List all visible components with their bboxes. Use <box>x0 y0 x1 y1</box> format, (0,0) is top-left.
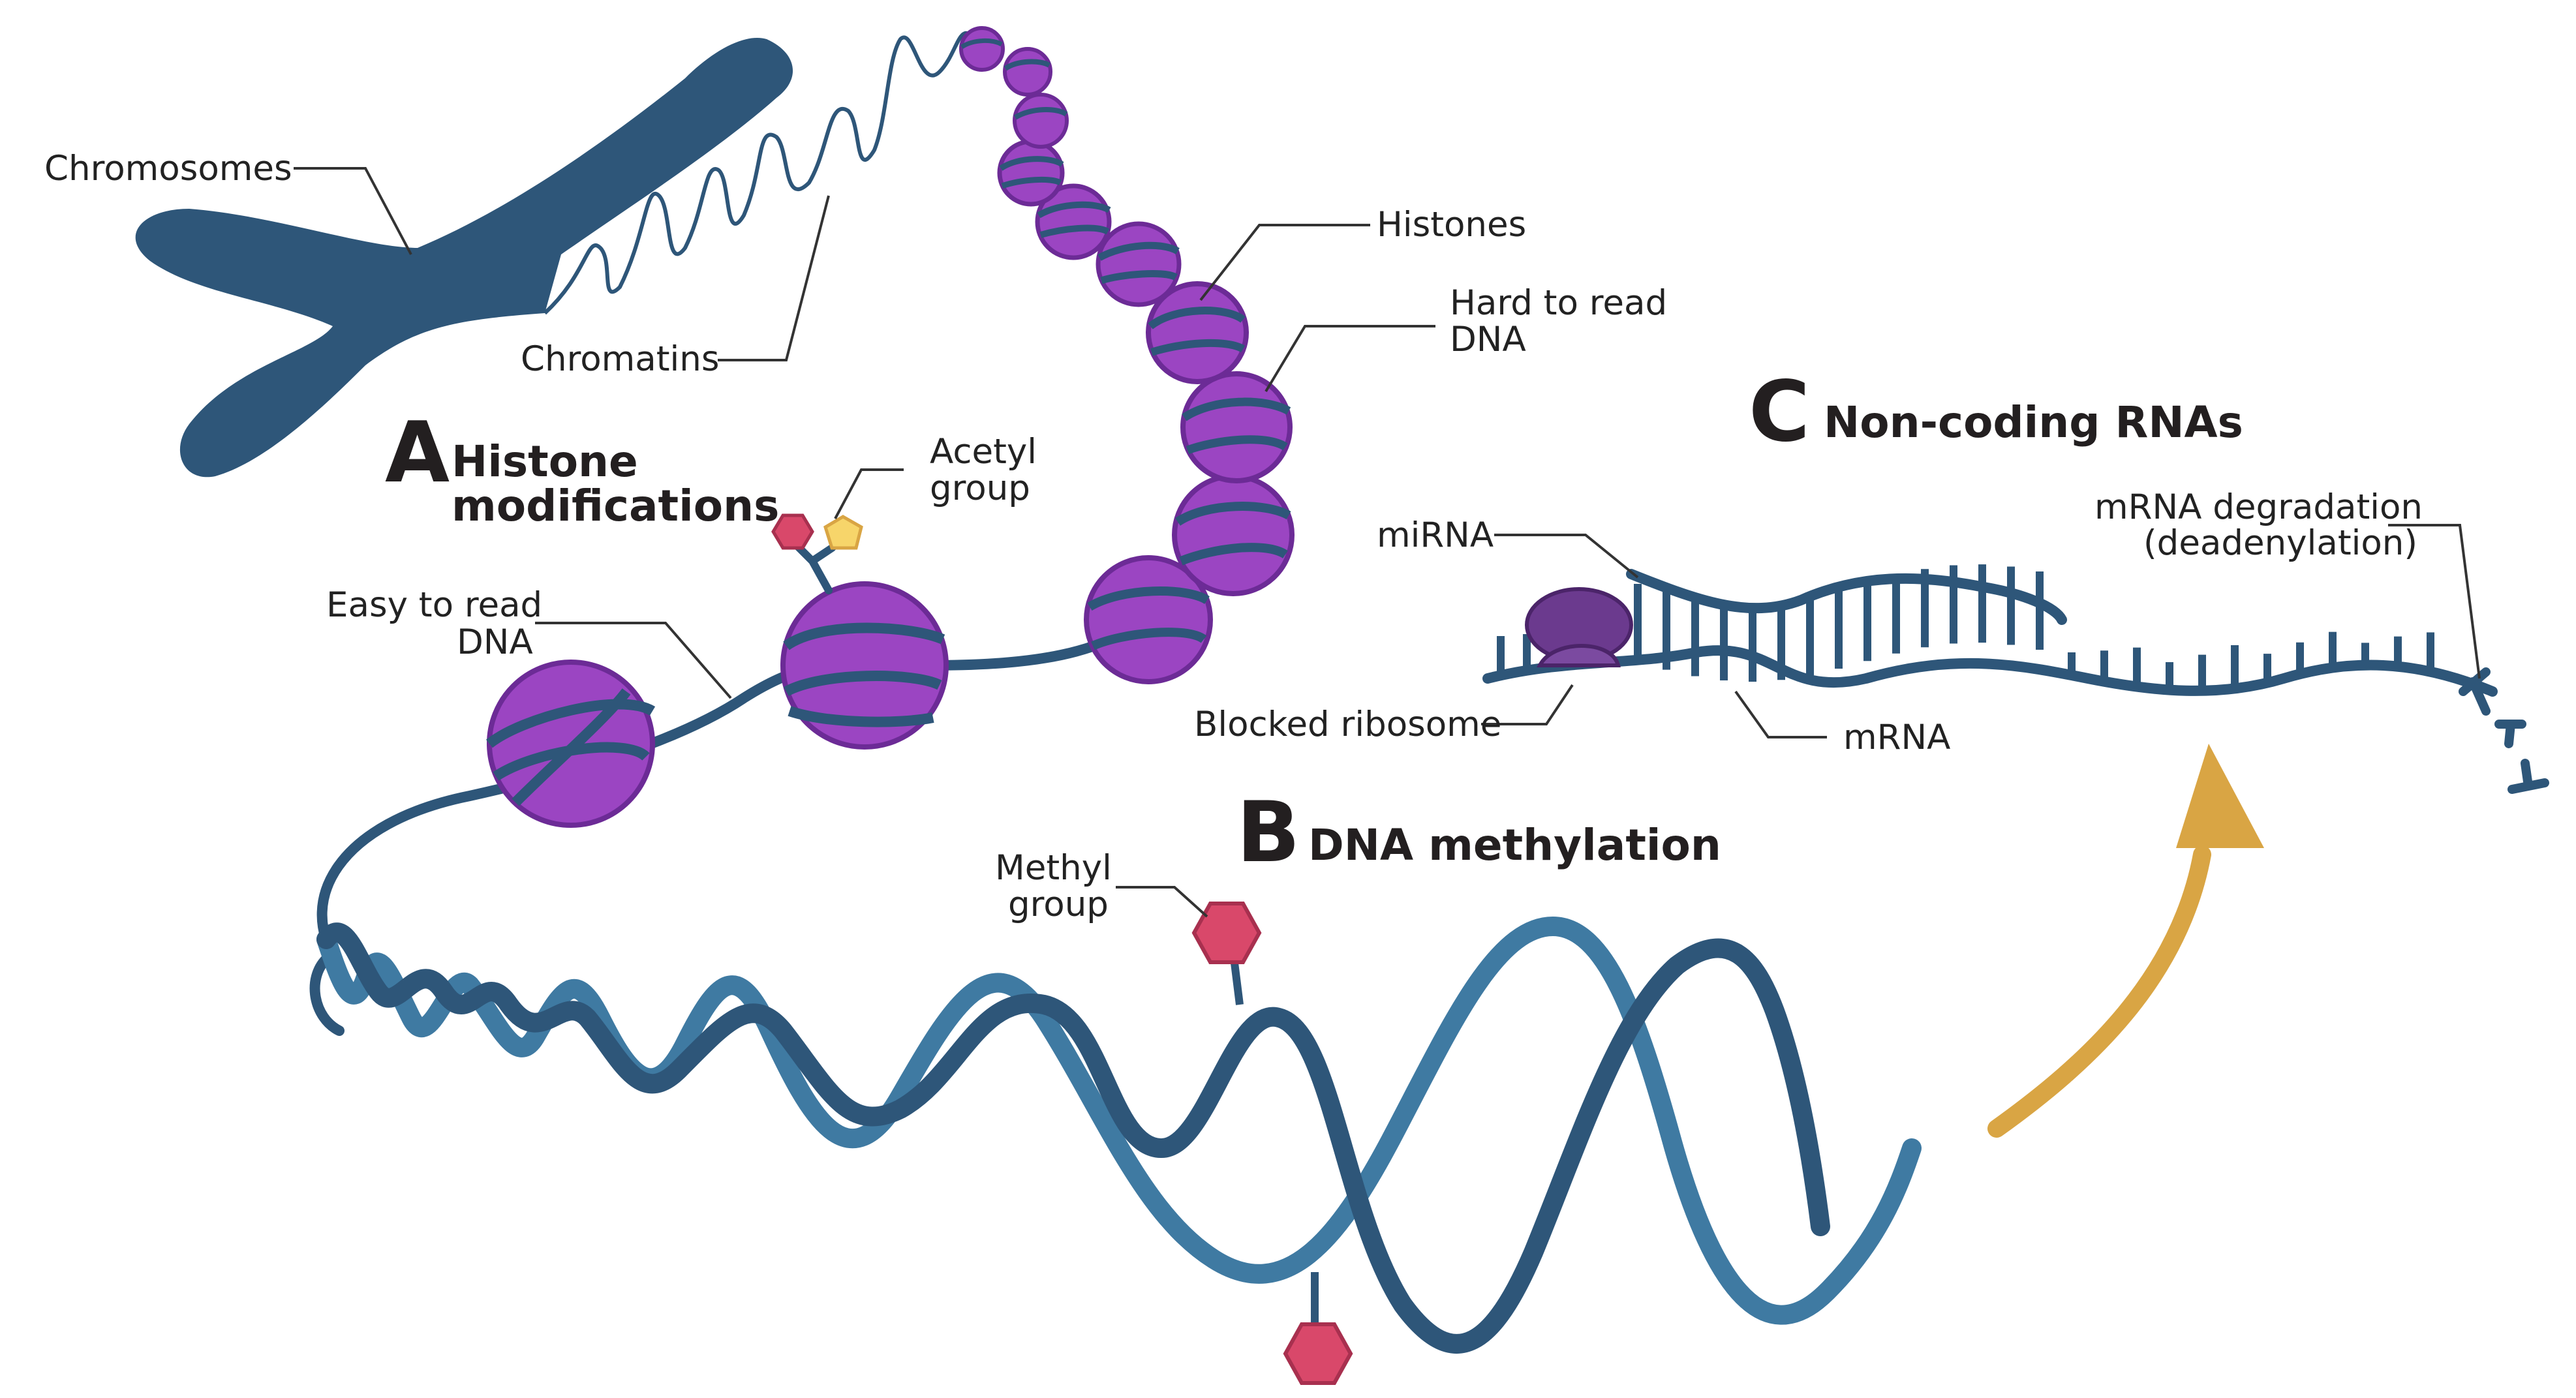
methyl-group-label-2: group <box>1008 885 1109 924</box>
poly-a-fragment <box>2494 720 2526 748</box>
dna-double-helix <box>316 902 1922 1385</box>
histone-hard-1 <box>1084 555 1213 684</box>
histone-hard-3 <box>1180 371 1293 483</box>
section-b-title: DNA methylation <box>1308 820 1721 870</box>
dna-strand-lower <box>309 954 345 1036</box>
acetyl-group-label: Acetyl <box>930 432 1037 472</box>
mrna-label: mRNA <box>1843 718 1950 757</box>
leader-lines <box>294 167 2481 918</box>
easy-to-read-label: Easy to read <box>326 585 542 625</box>
mirna-strand <box>1626 569 2067 625</box>
chromatin-coil <box>543 31 981 315</box>
methyl-group-icon <box>1283 1322 1353 1385</box>
section-a-letter: A <box>385 404 450 502</box>
section-a-title: Histone <box>452 436 638 487</box>
histone-hard-8 <box>1013 93 1069 149</box>
histone-hard-2 <box>1172 474 1295 596</box>
poly-a-fragment <box>2507 759 2549 794</box>
histone-hard-5 <box>1096 221 1182 307</box>
helix-strand-light <box>316 916 1922 1325</box>
histone-hard-10 <box>959 26 1005 72</box>
dna-strand <box>316 615 1154 971</box>
rna-structure <box>1482 564 2549 794</box>
acetyl-group-label-2: group <box>930 468 1030 508</box>
histone-hard-7 <box>997 139 1065 207</box>
histone-easy-1 <box>486 660 656 828</box>
section-b-letter: B <box>1236 784 1300 881</box>
mrna-degradation-label-2: (deadenylation) <box>2143 523 2417 563</box>
methyl-group-icon <box>1191 902 1262 964</box>
hard-to-read-label: Hard to read <box>1450 283 1667 323</box>
easy-to-read-label-2: DNA <box>457 622 533 662</box>
histones-label: Histones <box>1377 205 1526 245</box>
poly-a-fragment <box>2459 667 2491 716</box>
section-a-title-2: modifications <box>452 481 779 531</box>
acetyl-group-icon <box>823 515 863 550</box>
helix-strand-dark <box>316 922 1830 1354</box>
hard-to-read-label-2: DNA <box>1450 320 1526 359</box>
histone-hard-9 <box>1003 47 1052 97</box>
blocked-ribosome-label: Blocked ribosome <box>1194 705 1501 744</box>
histone-easy-2 <box>780 581 949 750</box>
arrow-icon <box>1987 744 2264 1138</box>
histone-hard-6 <box>1035 183 1112 260</box>
histone-hard-4 <box>1146 281 1249 384</box>
methyl-group-icon <box>771 513 814 550</box>
section-c-letter: C <box>1749 363 1810 461</box>
ribosome-icon <box>1525 587 1633 667</box>
methyl-group-label: Methyl <box>995 848 1112 888</box>
chromosomes-label: Chromosomes <box>44 149 292 189</box>
section-c-title: Non-coding RNAs <box>1824 397 2243 448</box>
chromosome-icon <box>135 38 793 478</box>
mirna-label: miRNA <box>1377 515 1494 555</box>
mrna-degradation-label: mRNA degradation <box>2094 487 2423 527</box>
chromatins-label: Chromatins <box>521 339 719 379</box>
